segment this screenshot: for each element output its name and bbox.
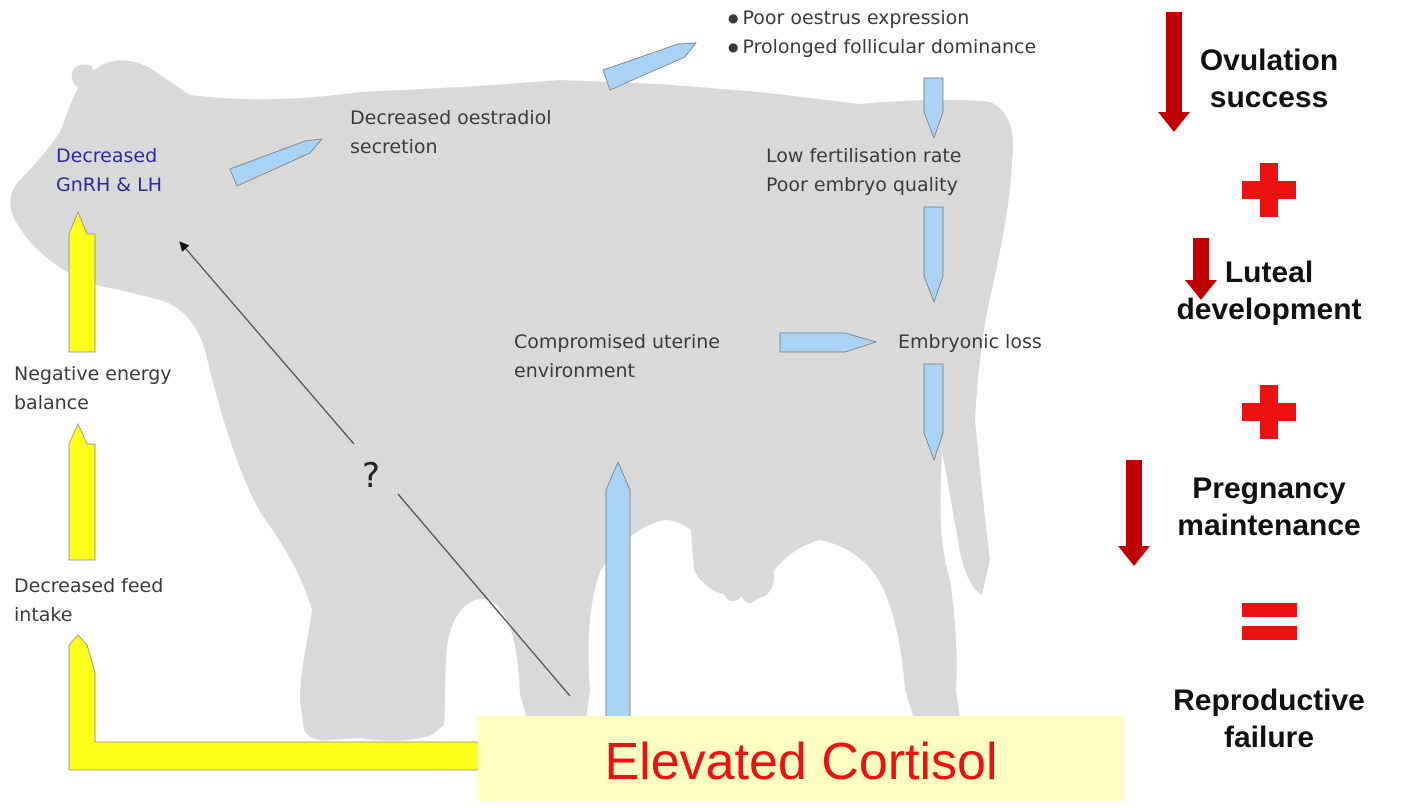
oestrus-bullet-list: ● Poor oestrus expression ● Prolonged foll… bbox=[728, 4, 1036, 62]
hormone-label-line-1: Decreased bbox=[56, 142, 162, 171]
equals-sign-top-bar bbox=[1242, 603, 1297, 617]
oestradiol-label: Decreased oestradiol secretion bbox=[350, 104, 552, 162]
oestradiol-to-oestrus-arrow bbox=[603, 43, 696, 90]
cortisol-label: Elevated Cortisol bbox=[478, 716, 1124, 801]
oestrus-bullet-1-text: Poor oestrus expression bbox=[742, 7, 969, 29]
uterine-label-line-2: environment bbox=[514, 357, 720, 386]
pregnancy-line-1: Pregnancy bbox=[1144, 470, 1394, 507]
hormone-label-line-2: GnRH & LH bbox=[56, 171, 162, 200]
uterine-label: Compromised uterine environment bbox=[514, 328, 720, 386]
luteal-label: Luteal development bbox=[1144, 254, 1394, 328]
feed-intake-label: Decreased feed intake bbox=[14, 572, 163, 630]
hormone-label: Decreased GnRH & LH bbox=[56, 142, 162, 200]
plus-sign-1 bbox=[1242, 163, 1296, 217]
question-mark: ? bbox=[362, 456, 380, 496]
result-label: Reproductive failure bbox=[1144, 682, 1394, 756]
pregnancy-label: Pregnancy maintenance bbox=[1144, 470, 1394, 544]
feed-label-line-2: intake bbox=[14, 601, 163, 630]
cortisol-box: Elevated Cortisol bbox=[478, 716, 1124, 801]
plus-sign-2 bbox=[1242, 385, 1296, 439]
result-line-1: Reproductive bbox=[1144, 682, 1394, 719]
cortisol-to-uterine-arrow bbox=[606, 462, 630, 718]
fertilisation-label-line-1: Low fertilisation rate bbox=[766, 142, 962, 171]
energy-balance-label: Negative energy balance bbox=[14, 360, 172, 418]
equals-sign-bottom-bar bbox=[1242, 626, 1297, 640]
ovulation-line-1: Ovulation bbox=[1144, 42, 1394, 79]
cow-ear bbox=[72, 65, 96, 86]
oestradiol-label-line-2: secretion bbox=[350, 133, 552, 162]
oestrus-bullet-2-text: Prolonged follicular dominance bbox=[742, 36, 1036, 58]
luteal-line-1: Luteal bbox=[1144, 254, 1394, 291]
feed-label-line-1: Decreased feed bbox=[14, 572, 163, 601]
bullet-icon: ● bbox=[728, 40, 738, 54]
result-line-2: failure bbox=[1144, 719, 1394, 756]
luteal-line-2: development bbox=[1144, 291, 1394, 328]
oestradiol-label-line-1: Decreased oestradiol bbox=[350, 104, 552, 133]
energy-label-line-2: balance bbox=[14, 389, 172, 418]
feed-to-energy-arrow bbox=[69, 424, 95, 560]
pregnancy-line-2: maintenance bbox=[1144, 507, 1394, 544]
ovulation-label: Ovulation success bbox=[1144, 42, 1394, 116]
oestrus-bullet-2: ● Prolonged follicular dominance bbox=[728, 33, 1036, 62]
fertilisation-label-line-2: Poor embryo quality bbox=[766, 171, 962, 200]
bullet-icon: ● bbox=[728, 11, 738, 25]
embryonic-loss-label: Embryonic loss bbox=[898, 328, 1042, 357]
ovulation-line-2: success bbox=[1144, 79, 1394, 116]
outcome-operators bbox=[1242, 163, 1297, 640]
oestrus-bullet-1: ● Poor oestrus expression bbox=[728, 4, 1036, 33]
fertilisation-label: Low fertilisation rate Poor embryo quali… bbox=[766, 142, 962, 200]
energy-label-line-1: Negative energy bbox=[14, 360, 172, 389]
uterine-label-line-1: Compromised uterine bbox=[514, 328, 720, 357]
